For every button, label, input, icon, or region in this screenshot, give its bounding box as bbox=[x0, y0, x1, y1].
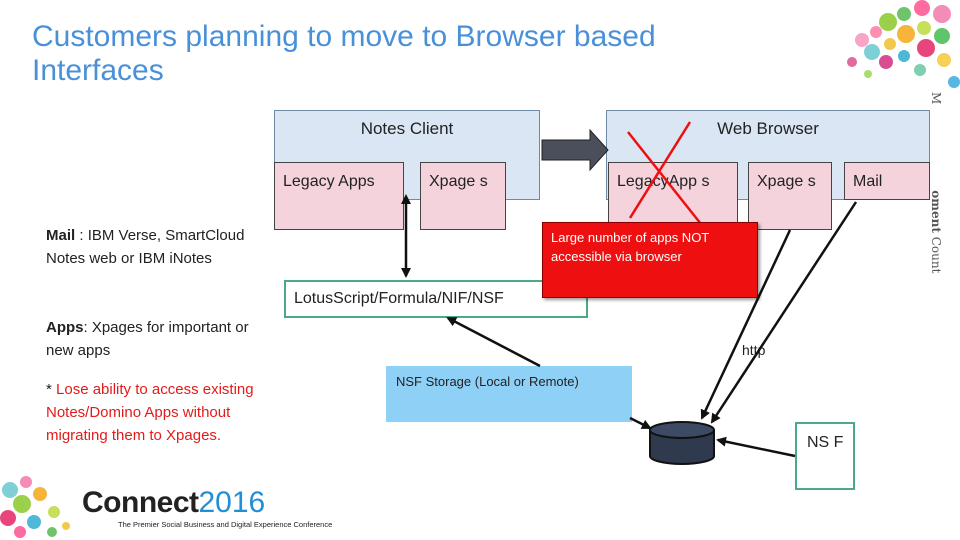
mail-note: Mail : IBM Verse, SmartCloud Notes web o… bbox=[46, 224, 276, 270]
brand-year: 2016 bbox=[198, 486, 266, 519]
warning-prefix: * bbox=[46, 381, 57, 398]
xpages-to-db-arrow bbox=[700, 229, 792, 420]
browser-legacy-apps-box: LegacyApp s bbox=[608, 162, 738, 230]
warning-note: * Lose ability to access existing Notes/… bbox=[46, 378, 256, 447]
side-text-2: oment bbox=[929, 190, 943, 233]
apps-note: Apps: Xpages for important or new apps bbox=[46, 316, 276, 362]
mail-note-text: : IBM Verse, SmartCloud Notes web or IBM… bbox=[46, 227, 245, 267]
nsf-box: NS F bbox=[795, 422, 855, 490]
storage-to-db-arrow bbox=[629, 416, 652, 430]
lotusscript-box: LotusScript/Formula/NIF/NSF bbox=[284, 280, 588, 318]
brand-name: Connect bbox=[82, 486, 199, 519]
not-accessible-callout: Large number of apps NOT accessible via … bbox=[542, 222, 758, 298]
apps-note-text: : Xpages for important or new apps bbox=[46, 319, 249, 359]
side-text-3: Count bbox=[929, 236, 943, 274]
side-text: Moment Count bbox=[927, 92, 947, 292]
notes-legacy-apps-box: Legacy Apps bbox=[274, 162, 404, 230]
brand-tagline: The Premier Social Business and Digital … bbox=[118, 520, 333, 529]
migration-arrow bbox=[541, 128, 609, 172]
web-browser-label: Web Browser bbox=[717, 119, 819, 138]
notes-client-label: Notes Client bbox=[360, 119, 454, 138]
notes-xpages-box: Xpage s bbox=[420, 162, 506, 230]
mail-to-db-arrow bbox=[710, 201, 858, 424]
slide-title: Customers planning to move to Browser ba… bbox=[32, 20, 656, 87]
decorative-bubbles-top bbox=[847, 0, 960, 88]
mail-note-label: Mail bbox=[46, 227, 76, 244]
decorative-bubbles-bottom bbox=[0, 476, 70, 538]
side-text-1: M bbox=[929, 92, 943, 105]
apps-note-label: Apps bbox=[46, 319, 84, 336]
http-label: http bbox=[742, 342, 766, 358]
browser-xpages-box: Xpage s bbox=[748, 162, 832, 230]
nsf-storage-box: NSF Storage (Local or Remote) bbox=[386, 366, 632, 422]
database-icon bbox=[649, 421, 715, 465]
warning-text: Lose ability to access existing Notes/Do… bbox=[46, 381, 254, 444]
nsf-to-db-arrow bbox=[716, 436, 796, 458]
connect-logo: Connect2016 bbox=[82, 486, 265, 520]
browser-mail-box: Mail bbox=[844, 162, 930, 200]
storage-to-lotusscript-arrow bbox=[446, 316, 541, 368]
